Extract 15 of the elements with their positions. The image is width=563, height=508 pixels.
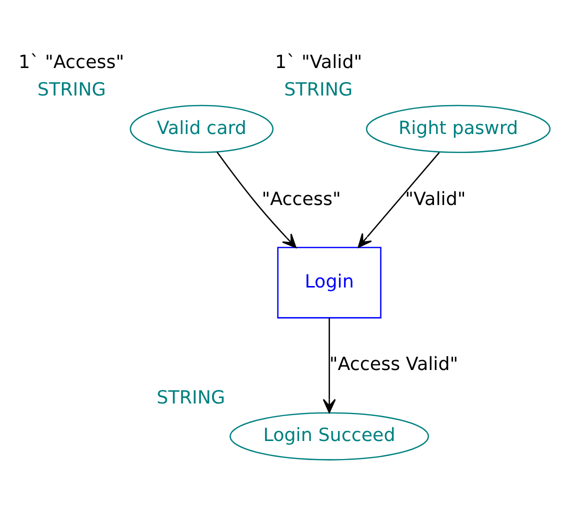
node-ellipse: Valid card xyxy=(130,104,274,154)
node-ellipse: Login Succeed xyxy=(230,412,430,460)
edge-label: "Access Valid" xyxy=(329,354,458,376)
arrow xyxy=(358,152,440,248)
node-box: Login xyxy=(277,246,382,318)
node-ellipse: Right paswrd xyxy=(366,104,551,154)
node-label: 1` "Valid" xyxy=(274,52,362,74)
node-label: STRING xyxy=(284,79,353,100)
node-label: 1` "Access" xyxy=(18,52,124,74)
arrow xyxy=(322,318,336,414)
edge-label: "Access" xyxy=(262,188,341,210)
node-label: STRING xyxy=(156,387,226,408)
node-label: STRING xyxy=(37,79,106,100)
edge-label: "Valid" xyxy=(405,188,466,210)
arrow xyxy=(216,152,296,248)
